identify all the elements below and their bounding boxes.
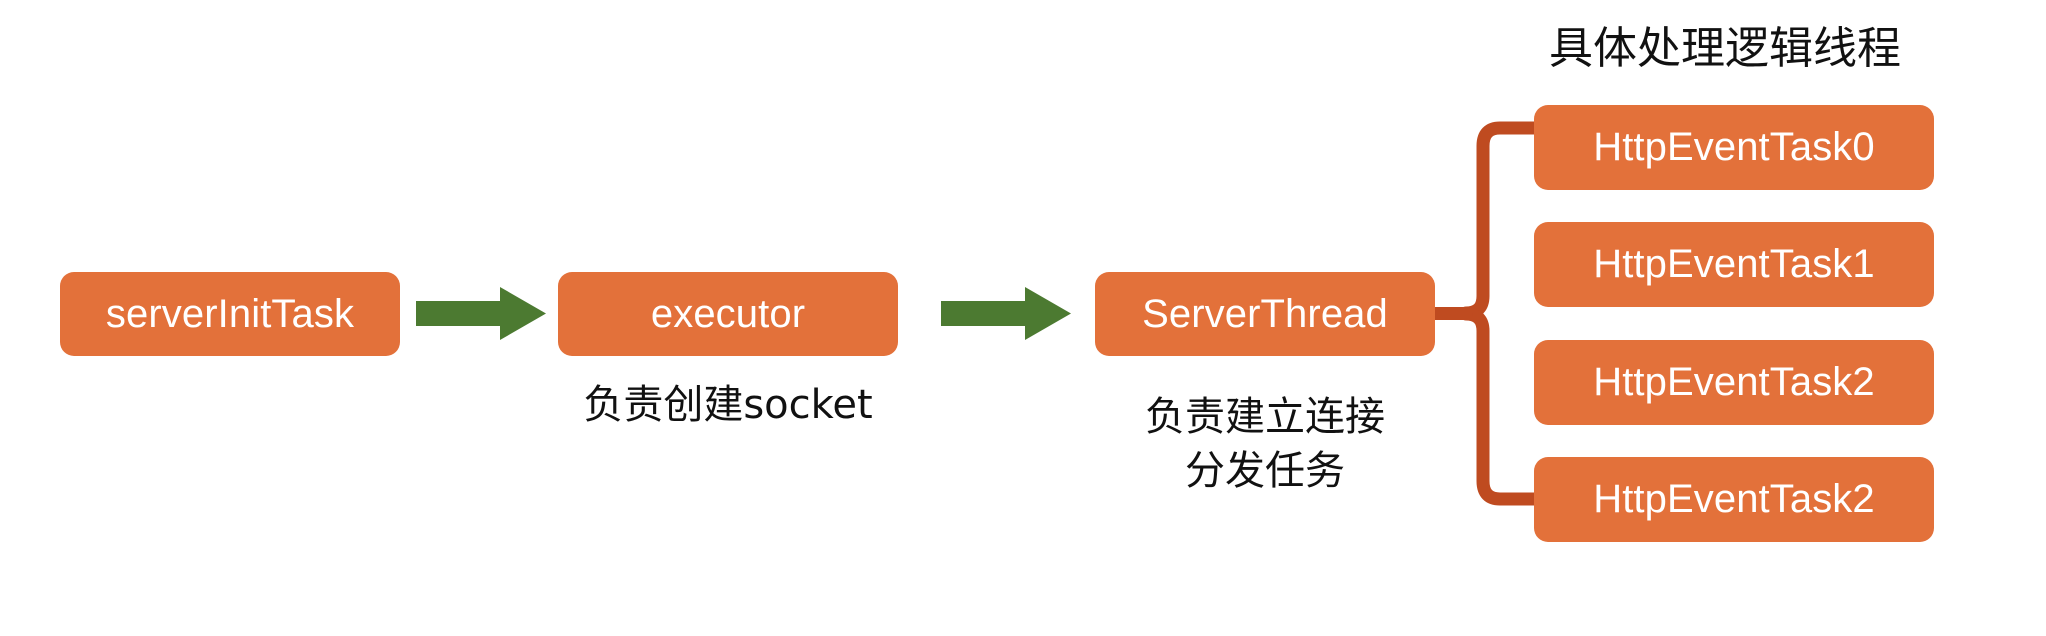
node-http-event-task-0-label: HttpEventTask0	[1593, 125, 1875, 169]
arrow-executor-to-thread-icon	[941, 287, 1071, 340]
node-server-init-task[interactable]: serverInitTask	[60, 272, 400, 356]
caption-server-thread: 负责建立连接 分发任务	[1145, 394, 1385, 494]
node-http-event-task-1[interactable]: HttpEventTask1	[1534, 222, 1934, 307]
node-executor[interactable]: executor	[558, 272, 898, 356]
node-server-thread[interactable]: ServerThread	[1095, 272, 1435, 356]
node-http-event-task-3-label: HttpEventTask2	[1593, 477, 1875, 521]
node-http-event-task-2[interactable]: HttpEventTask2	[1534, 340, 1934, 425]
node-http-event-task-2-label: HttpEventTask2	[1593, 360, 1875, 404]
node-http-event-task-1-label: HttpEventTask1	[1593, 242, 1875, 286]
node-executor-label: executor	[650, 291, 806, 336]
worker-group-title: 具体处理逻辑线程	[1549, 23, 1901, 74]
arrow-init-to-executor-icon	[416, 287, 546, 340]
node-server-init-task-label: serverInitTask	[105, 291, 355, 336]
caption-executor: 负责创建socket	[583, 382, 873, 428]
node-http-event-task-0[interactable]: HttpEventTask0	[1534, 105, 1934, 190]
node-server-thread-label: ServerThread	[1142, 291, 1388, 336]
node-http-event-task-3[interactable]: HttpEventTask2	[1534, 457, 1934, 542]
dispatch-bracket-icon	[1425, 121, 1541, 506]
